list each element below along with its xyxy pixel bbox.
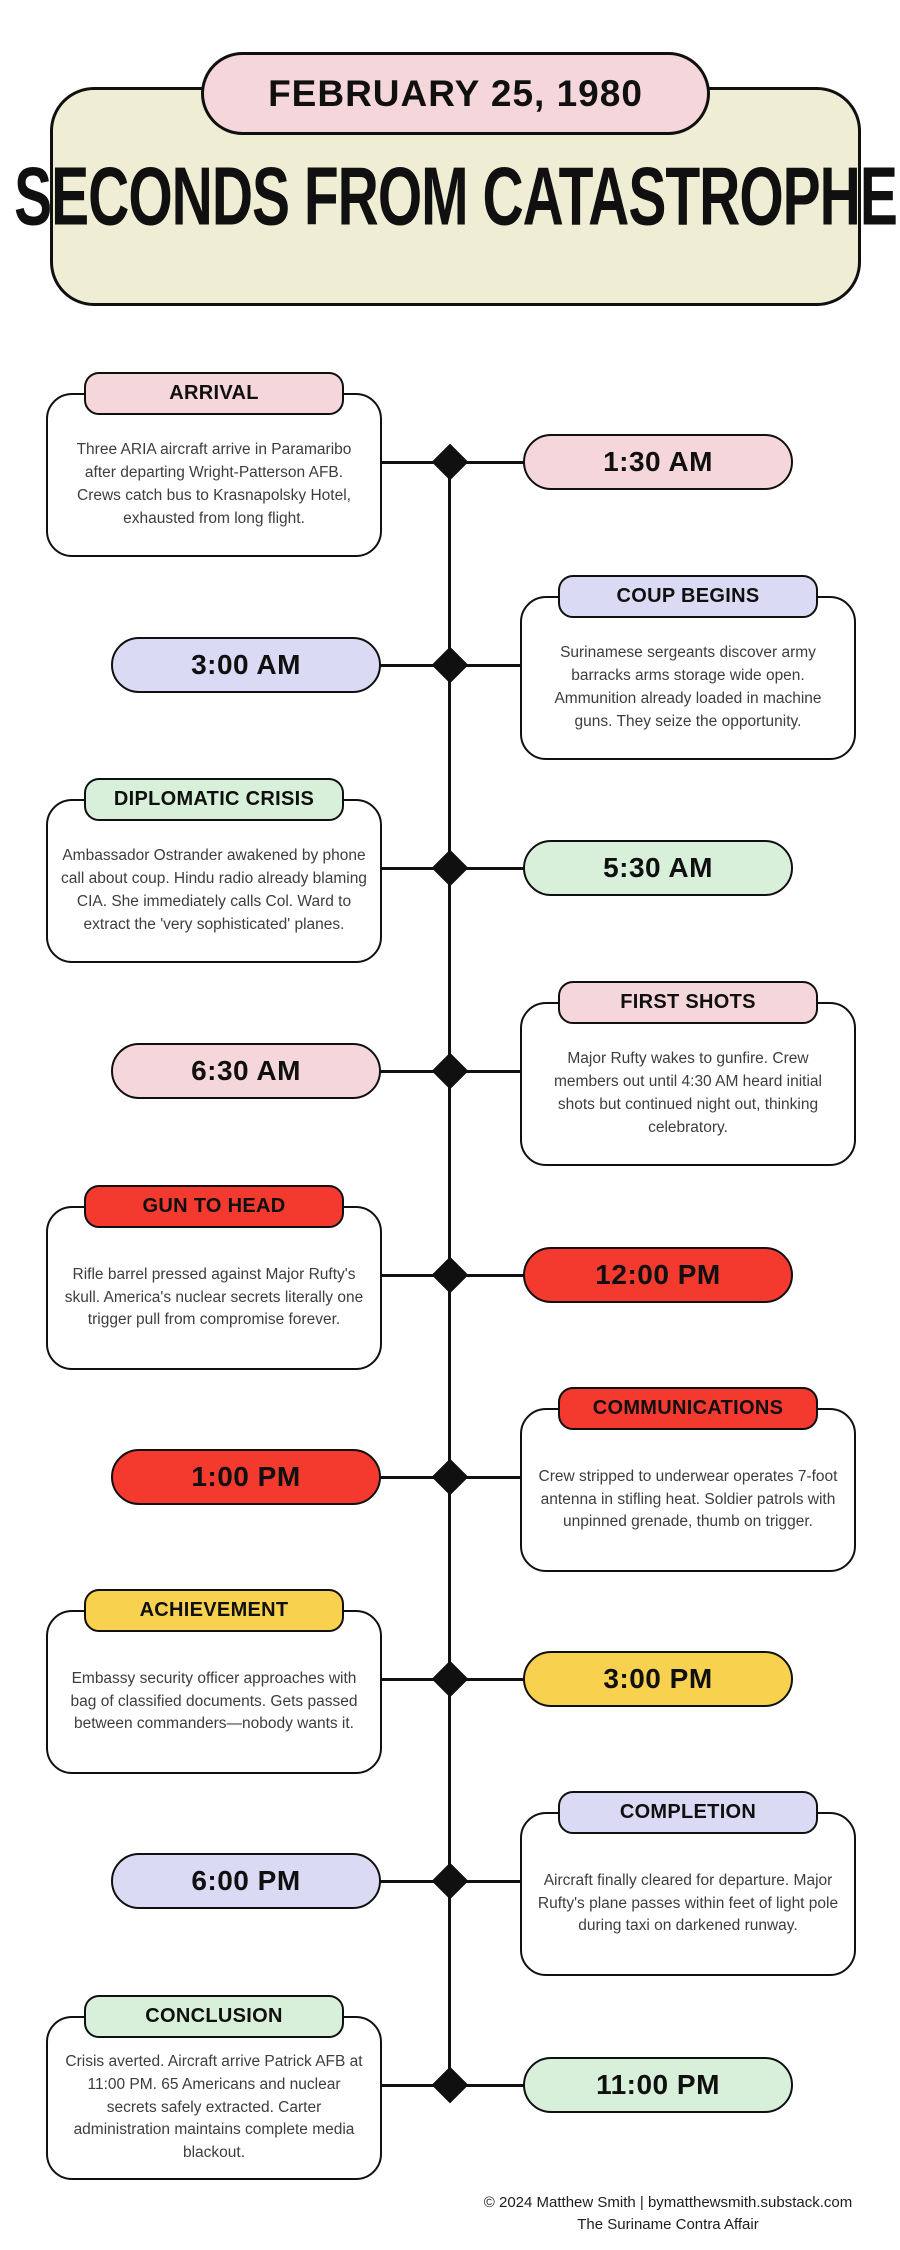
event-card: COUP BEGINS Surinamese sergeants discove…	[520, 575, 856, 760]
event-card-header: COMPLETION	[558, 1791, 818, 1834]
event-description: Surinamese sergeants discover army barra…	[554, 644, 822, 730]
event-card: CONCLUSION Crisis averted. Aircraft arri…	[46, 1995, 382, 2180]
event-description: Aircraft finally cleared for departure. …	[537, 1871, 839, 1935]
event-card-header: FIRST SHOTS	[558, 981, 818, 1024]
event-card-header: DIPLOMATIC CRISIS	[84, 778, 344, 821]
timeline-node-diamond	[431, 1458, 469, 1496]
event-description: Ambassador Ostrander awakened by phone c…	[61, 847, 367, 933]
event-time-pill: 11:00 PM	[523, 2057, 793, 2113]
event-time-pill: 6:00 PM	[111, 1853, 381, 1909]
timeline-node-diamond	[431, 849, 469, 887]
event-description: Crew stripped to underwear operates 7-fo…	[538, 1467, 838, 1531]
event-time-pill: 3:00 PM	[523, 1651, 793, 1707]
footer-copyright: © 2024 Matthew Smith | bymatthewsmith.su…	[483, 2194, 853, 2211]
event-card-header: CONCLUSION	[84, 1995, 344, 2038]
timeline-node-diamond	[431, 1862, 469, 1900]
event-time-pill: 5:30 AM	[523, 840, 793, 896]
event-description: Embassy security officer approaches with…	[70, 1669, 358, 1733]
page-title: SECONDS FROM CATASTROPHE	[14, 150, 898, 243]
footer-subtitle: The Suriname Contra Affair	[577, 2216, 759, 2233]
event-time-pill: 6:30 AM	[111, 1043, 381, 1099]
event-card-header: COMMUNICATIONS	[558, 1387, 818, 1430]
event-time-pill: 1:30 AM	[523, 434, 793, 490]
timeline-node-diamond	[431, 1256, 469, 1294]
event-time-pill: 12:00 PM	[523, 1247, 793, 1303]
event-card: ARRIVAL Three ARIA aircraft arrive in Pa…	[46, 372, 382, 557]
timeline-node-diamond	[431, 1052, 469, 1090]
date-pill: FEBRUARY 25, 1980	[201, 52, 710, 135]
event-card-header: GUN TO HEAD	[84, 1185, 344, 1228]
event-card-header: ACHIEVEMENT	[84, 1589, 344, 1632]
event-description: Major Rufty wakes to gunfire. Crew membe…	[554, 1050, 822, 1136]
event-description: Three ARIA aircraft arrive in Paramaribo…	[76, 441, 352, 527]
event-card: GUN TO HEAD Rifle barrel pressed against…	[46, 1185, 382, 1370]
timeline-node-diamond	[431, 2066, 469, 2104]
event-description: Crisis averted. Aircraft arrive Patrick …	[65, 2053, 363, 2162]
event-card-header: ARRIVAL	[84, 372, 344, 415]
event-card-header: COUP BEGINS	[558, 575, 818, 618]
timeline-node-diamond	[431, 1660, 469, 1698]
event-description: Rifle barrel pressed against Major Rufty…	[64, 1265, 364, 1329]
event-card: COMMUNICATIONS Crew stripped to underwea…	[520, 1387, 856, 1572]
event-card: FIRST SHOTS Major Rufty wakes to gunfire…	[520, 981, 856, 1166]
event-time-pill: 3:00 AM	[111, 637, 381, 693]
timeline-node-diamond	[431, 646, 469, 684]
event-card: COMPLETION Aircraft finally cleared for …	[520, 1791, 856, 1976]
event-time-pill: 1:00 PM	[111, 1449, 381, 1505]
timeline-node-diamond	[431, 443, 469, 481]
footer-credit: © 2024 Matthew Smith | bymatthewsmith.su…	[436, 2192, 900, 2236]
event-card: DIPLOMATIC CRISIS Ambassador Ostrander a…	[46, 778, 382, 963]
event-card: ACHIEVEMENT Embassy security officer app…	[46, 1589, 382, 1774]
